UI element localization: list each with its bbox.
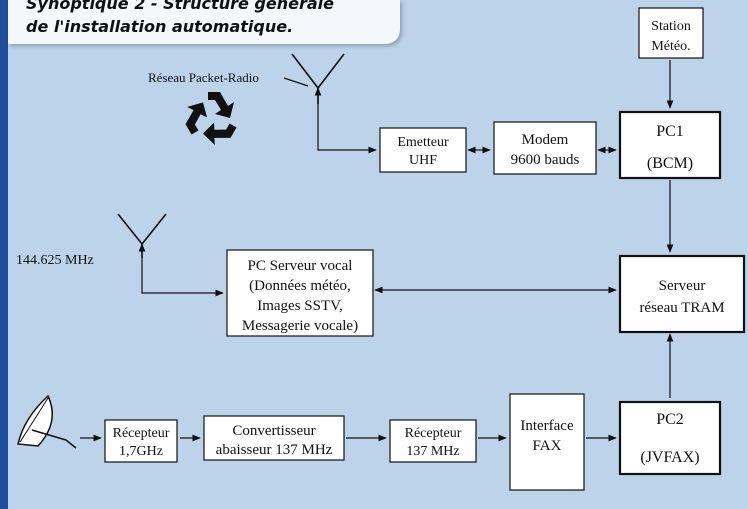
node-fax-line1: Interface bbox=[520, 418, 574, 434]
node-modem-line1: Modem bbox=[522, 132, 569, 148]
node-pc2-line2: (JVFAX) bbox=[640, 449, 699, 466]
node-pc1-line2: (BCM) bbox=[647, 155, 693, 172]
satellite-dish-icon bbox=[17, 394, 77, 449]
antenna-icon bbox=[291, 53, 345, 104]
node-vocal-line4: Messagerie vocale) bbox=[242, 318, 358, 334]
node-vocal-line3: Images SSTV, bbox=[257, 298, 343, 314]
node-rec17-line2: 1,7GHz bbox=[119, 444, 163, 459]
node-pc1-line1: PC1 bbox=[656, 123, 684, 140]
node-rec137-line1: Récepteur bbox=[405, 426, 462, 441]
link-antenna-emetteur bbox=[314, 87, 377, 154]
node-interface-fax: Interface FAX bbox=[509, 393, 585, 491]
node-tram-line1: Serveur bbox=[659, 278, 706, 294]
node-serveur-tram: Serveur réseau TRAM bbox=[618, 254, 746, 334]
node-modem-line2: 9600 bauds bbox=[511, 152, 580, 168]
diagram-canvas: Synoptique 2 - Structure générale de l'i… bbox=[8, 0, 748, 509]
packet-radio-pointer bbox=[283, 77, 309, 87]
node-vocal-line2: (Données météo, bbox=[249, 278, 351, 294]
node-station-meteo-line1: Station bbox=[651, 19, 691, 34]
diagram-title-line2: de l'installation automatique. bbox=[26, 17, 294, 36]
node-emetteur-line2: UHF bbox=[409, 153, 437, 168]
label-frequency: 144.625 MHz bbox=[16, 253, 94, 268]
node-conv-line2: abaisseur 137 MHz bbox=[216, 442, 333, 458]
node-fax-line2: FAX bbox=[533, 438, 562, 454]
recycle-icon bbox=[185, 92, 237, 146]
link-antenna2-vocal bbox=[138, 243, 224, 297]
node-rec17-line1: Récepteur bbox=[113, 426, 170, 441]
node-station-meteo: Station Météo. bbox=[638, 7, 704, 59]
node-serveur-vocal: PC Serveur vocal (Données météo, Images … bbox=[226, 249, 374, 337]
node-conv-line1: Convertisseur bbox=[232, 423, 315, 439]
node-convertisseur: Convertisseur abaisseur 137 MHz bbox=[203, 415, 345, 461]
node-modem: Modem 9600 bauds bbox=[493, 121, 597, 175]
node-tram-line2: réseau TRAM bbox=[639, 300, 724, 316]
label-packet-radio: Réseau Packet-Radio bbox=[148, 70, 259, 85]
node-pc1: PC1 (BCM) bbox=[618, 110, 722, 180]
node-vocal-line1: PC Serveur vocal bbox=[248, 258, 353, 274]
title-banner: Synoptique 2 - Structure générale de l'i… bbox=[8, 0, 400, 44]
node-emetteur-uhf: Emetteur UHF bbox=[379, 127, 467, 173]
node-recepteur-137mhz: Récepteur 137 MHz bbox=[389, 419, 477, 463]
antenna-icon bbox=[117, 213, 167, 258]
node-pc2-line1: PC2 bbox=[656, 411, 684, 428]
node-emetteur-line1: Emetteur bbox=[397, 135, 449, 150]
diagram-title-line1: Synoptique 2 - Structure générale bbox=[26, 0, 334, 13]
node-recepteur-1-7ghz: Récepteur 1,7GHz bbox=[104, 419, 178, 463]
node-rec137-line2: 137 MHz bbox=[406, 444, 459, 459]
node-pc2: PC2 (JVFAX) bbox=[618, 400, 722, 476]
block-diagram: Station Météo. Emetteur UHF Modem 9600 b… bbox=[16, 7, 746, 491]
node-station-meteo-line2: Météo. bbox=[651, 39, 690, 54]
